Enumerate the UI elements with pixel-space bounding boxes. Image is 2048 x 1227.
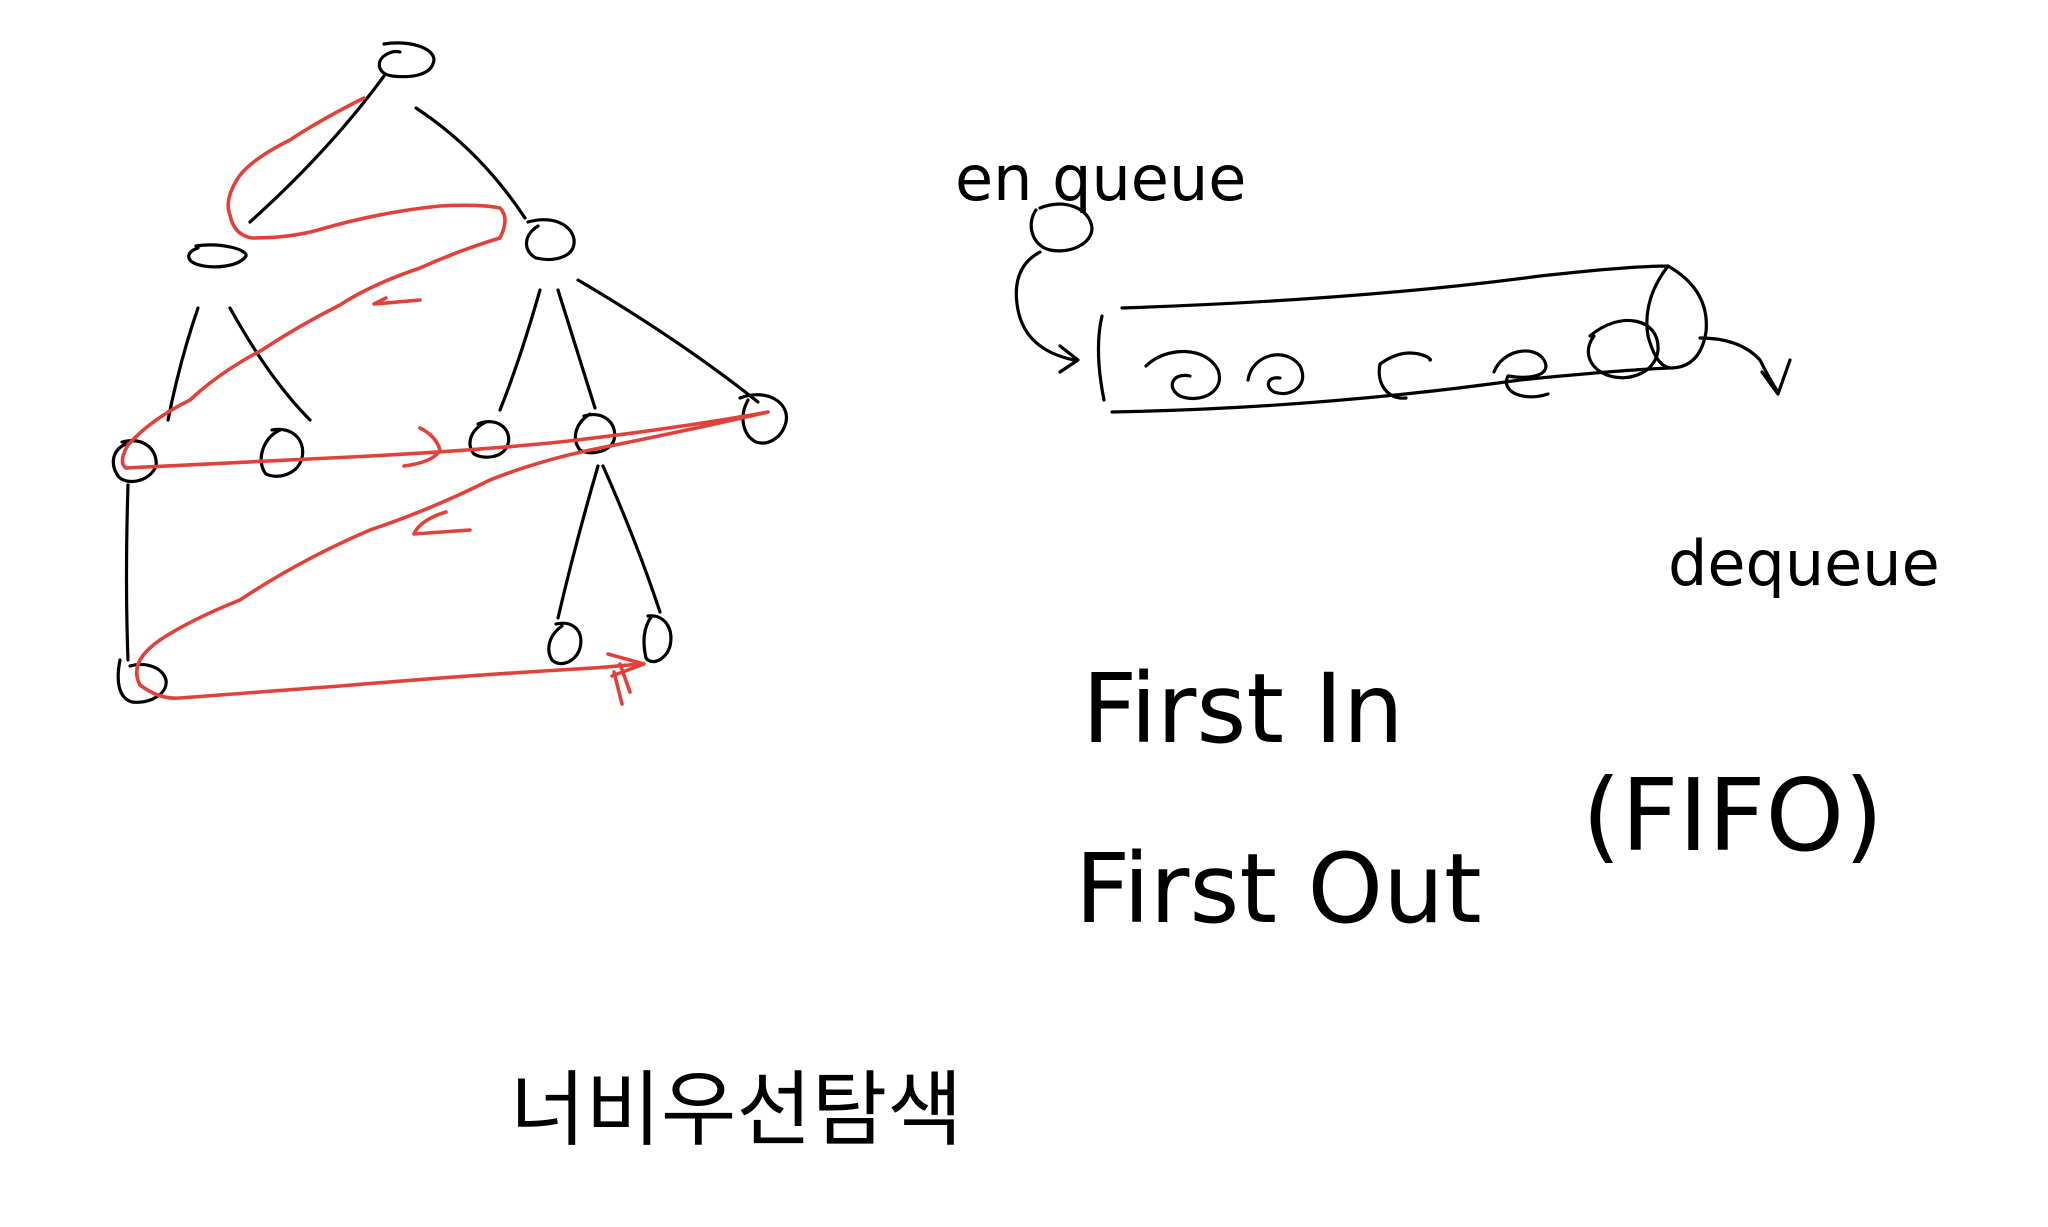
tree-edge	[124, 483, 130, 662]
tree-edge	[556, 288, 597, 410]
traversal-arrow-head	[606, 652, 646, 706]
tree-edge	[166, 306, 200, 422]
queue-item	[1144, 349, 1222, 401]
tree-node	[116, 658, 168, 704]
first-out-text: First Out	[1075, 833, 1482, 945]
tree-node	[573, 412, 617, 455]
queue-item	[1377, 351, 1432, 400]
enqueue-item	[1029, 202, 1094, 253]
bfs-title-text: 너비우선탐색	[510, 1063, 963, 1158]
tree-node	[738, 393, 788, 445]
tree-node	[468, 420, 511, 459]
tree-node	[111, 439, 158, 484]
tree-edge	[576, 278, 760, 404]
first-in-text: First In	[1082, 653, 1404, 765]
tree-edge	[414, 106, 527, 220]
tree-diagram	[111, 41, 788, 704]
tree-node	[524, 218, 576, 262]
traversal-arrow-head	[412, 510, 472, 536]
queue-item	[1246, 353, 1305, 396]
bfs-title: 너비우선탐색	[510, 1063, 963, 1158]
tree-nodes	[111, 41, 788, 704]
enqueue-label: en queue	[955, 142, 1246, 215]
tree-node	[642, 614, 673, 664]
bfs-traversal-path	[120, 96, 770, 706]
enqueue-arrow	[1014, 250, 1080, 374]
queue-items	[1144, 319, 1660, 401]
tree-node-root	[377, 41, 436, 79]
fifo-notes: First In First Out (FIFO)	[1075, 653, 1883, 945]
queue-item	[1492, 349, 1550, 399]
tree-node	[547, 621, 583, 666]
queue-item	[1586, 319, 1660, 380]
dequeue-label: dequeue	[1668, 527, 1940, 600]
tree-edge	[228, 306, 312, 422]
fifo-abbrev-text: (FIFO)	[1582, 757, 1883, 874]
tree-edge	[248, 74, 386, 224]
queue-diagram: en queue dequeue	[955, 142, 1940, 600]
tree-edge	[556, 464, 600, 620]
queue-tube	[1096, 264, 1708, 414]
tree-node	[187, 243, 248, 269]
tree-node	[259, 427, 305, 478]
tree-edges	[124, 74, 760, 662]
traversal-arrow-head	[372, 296, 422, 306]
dequeue-arrow	[1698, 336, 1792, 396]
traversal-stroke	[120, 96, 770, 701]
tree-edge	[498, 288, 542, 412]
traversal-arrow-head	[402, 426, 442, 468]
tree-edge	[601, 464, 662, 614]
